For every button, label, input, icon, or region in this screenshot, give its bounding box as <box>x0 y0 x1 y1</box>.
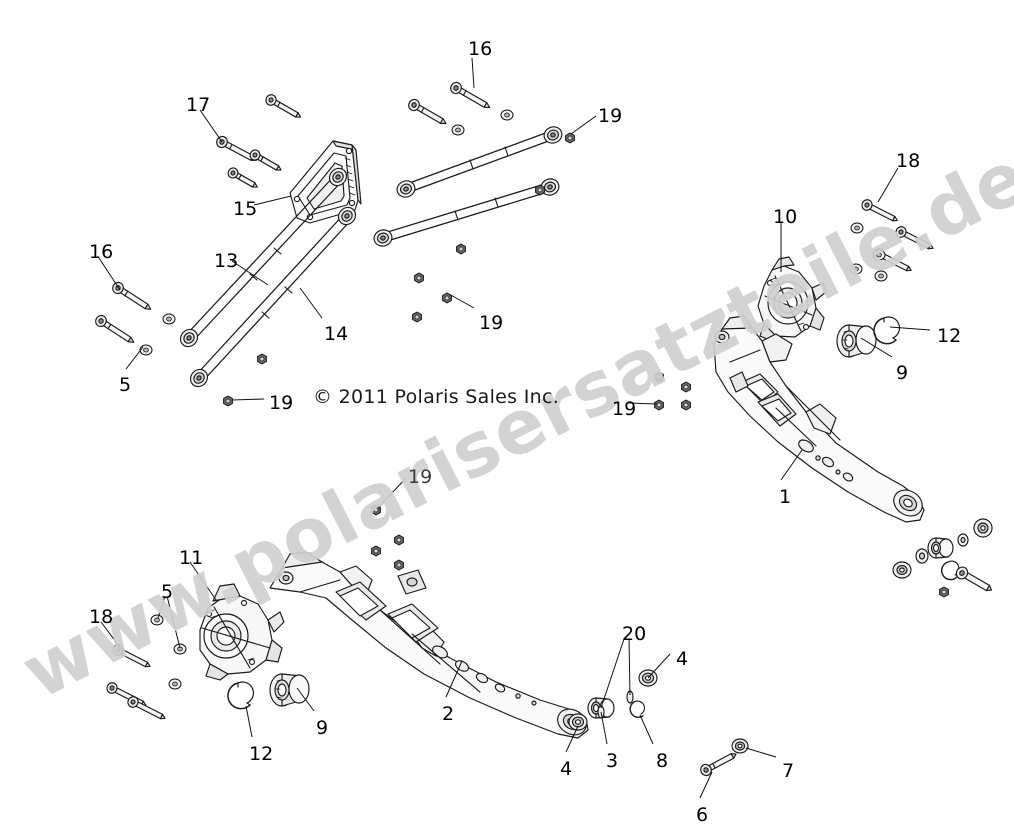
right-edge-hardware <box>892 518 993 598</box>
trailing-arm-1 <box>713 315 925 523</box>
bolt-16-left <box>95 281 176 356</box>
callout-number-19: 19 <box>269 392 294 414</box>
callout-number-9: 9 <box>896 362 909 384</box>
callout-number-19: 19 <box>408 466 433 488</box>
callout-number-2: 2 <box>442 703 455 725</box>
leader-line-l6 <box>699 771 713 799</box>
leader-line-l13 <box>231 260 269 286</box>
leader-line-l3 <box>600 711 608 745</box>
leader-line-l18a <box>877 167 899 203</box>
radius-rod-14 <box>179 167 348 348</box>
nut-cluster-19-upper <box>223 132 575 407</box>
snap-ring-12-right <box>873 316 901 345</box>
radius-rod-13 <box>189 206 357 388</box>
callout-number-15: 15 <box>233 198 258 220</box>
leader-line-l20b <box>628 638 631 696</box>
callout-number-14: 14 <box>324 323 349 345</box>
callout-number-8: 8 <box>656 750 669 772</box>
hardware-cluster-20 <box>568 669 658 731</box>
leader-line-l9a <box>860 337 893 358</box>
callout-number-19: 19 <box>479 312 504 334</box>
bearing-9-right <box>836 324 877 358</box>
callout-number-17: 17 <box>186 94 211 116</box>
callout-number-16: 16 <box>468 38 493 60</box>
leader-line-l4b <box>565 725 579 753</box>
hub-carrier-11 <box>199 583 285 681</box>
leader-line-l5a <box>125 346 144 370</box>
knuckle-10 <box>757 256 827 342</box>
callout-number-7: 7 <box>782 760 795 782</box>
leader-line-l1 <box>780 449 803 481</box>
leader-line-l19c <box>231 398 265 401</box>
trailing-arm-2 <box>269 551 589 739</box>
callout-number-13: 13 <box>214 250 239 272</box>
callout-number-11: 11 <box>179 547 204 569</box>
bolt-16-top <box>408 81 514 136</box>
leader-line-l11 <box>189 561 217 601</box>
callout-number-1: 1 <box>779 486 792 508</box>
leader-lines <box>98 57 931 799</box>
callout-number-12: 12 <box>249 743 274 765</box>
callout-number-3: 3 <box>606 750 619 772</box>
bearing-9-left <box>269 673 310 707</box>
callout-number-19: 19 <box>598 105 623 127</box>
callout-number-9: 9 <box>316 717 329 739</box>
nut-cluster-19-mid <box>371 504 404 571</box>
callout-number-4: 4 <box>560 758 573 780</box>
callout-number-10: 10 <box>773 206 798 228</box>
callout-number-5: 5 <box>161 581 174 603</box>
upper-radius-rod-b <box>373 178 560 247</box>
leader-line-l14 <box>299 287 323 319</box>
copyright-notice: © 2011 Polaris Sales Inc. <box>313 386 560 408</box>
leader-line-l8 <box>639 714 654 745</box>
leader-line-l19a <box>570 115 597 135</box>
leader-line-l19d <box>627 402 658 405</box>
callout-number-20: 20 <box>622 623 647 645</box>
leader-line-l15 <box>253 195 292 206</box>
leader-line-l12a <box>889 326 931 331</box>
nut-cluster-19-center <box>654 371 691 411</box>
leader-line-l9b <box>296 687 315 712</box>
leader-line-l20a <box>600 638 625 709</box>
leader-line-l17 <box>199 109 223 143</box>
bolt-group-18-left <box>106 614 187 720</box>
upper-bolt-cluster <box>216 94 302 188</box>
leader-line-l16b <box>98 257 121 291</box>
leader-line-l2 <box>445 660 463 698</box>
callout-number-18: 18 <box>89 606 114 628</box>
callout-number-4: 4 <box>676 648 689 670</box>
leader-line-l19b <box>448 293 475 309</box>
callout-number-12: 12 <box>937 325 962 347</box>
callout-number-16: 16 <box>89 241 114 263</box>
bolt-6-nut-7 <box>700 738 749 777</box>
leader-line-l7 <box>745 747 777 758</box>
leader-line-l5b1 <box>157 595 166 619</box>
leader-line-l5b2 <box>166 595 181 649</box>
leader-line-l16a <box>471 57 475 89</box>
leader-line-l19e <box>377 477 407 509</box>
bolt-group-18-right <box>849 199 934 282</box>
callout-number-5: 5 <box>119 374 132 396</box>
snap-ring-12-left <box>227 681 255 710</box>
callout-number-6: 6 <box>696 804 709 826</box>
callout-number-19: 19 <box>612 398 637 420</box>
leader-line-l12b <box>245 705 253 738</box>
upper-radius-rod-a <box>396 126 563 198</box>
callout-number-18: 18 <box>896 150 921 172</box>
snap-ring-8 <box>629 700 645 719</box>
leader-line-l4a <box>647 653 671 679</box>
leader-line-l18b <box>100 621 123 651</box>
